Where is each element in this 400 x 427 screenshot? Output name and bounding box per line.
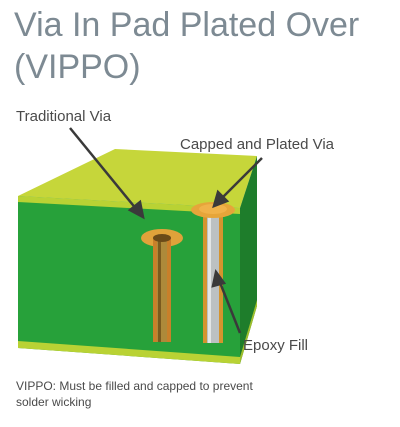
- board-side-face: [240, 156, 257, 364]
- traditional-via-arrowhead: [127, 199, 145, 220]
- caption-note: VIPPO: Must be filled and capped to prev…: [16, 379, 253, 409]
- capped-via-pointer: [221, 157, 263, 199]
- epoxy-fill-label: Epoxy Fill: [243, 337, 309, 354]
- epoxy-fill-pointer: [217, 279, 242, 334]
- page-title: Via In Pad Plated Over (VIPPO): [14, 6, 360, 86]
- traditional-via-pointer: [69, 127, 138, 211]
- epoxy-fill-arrowhead: [211, 269, 227, 288]
- capped-plated-via: [191, 202, 235, 343]
- traditional-via-label: Traditional Via: [16, 108, 112, 125]
- traditional-via: [141, 229, 183, 342]
- board-top-surface: [18, 149, 257, 208]
- board-front-face: [18, 196, 240, 364]
- capped-via-label: Capped and Plated Via: [180, 136, 335, 153]
- capped-via-arrowhead: [212, 189, 230, 209]
